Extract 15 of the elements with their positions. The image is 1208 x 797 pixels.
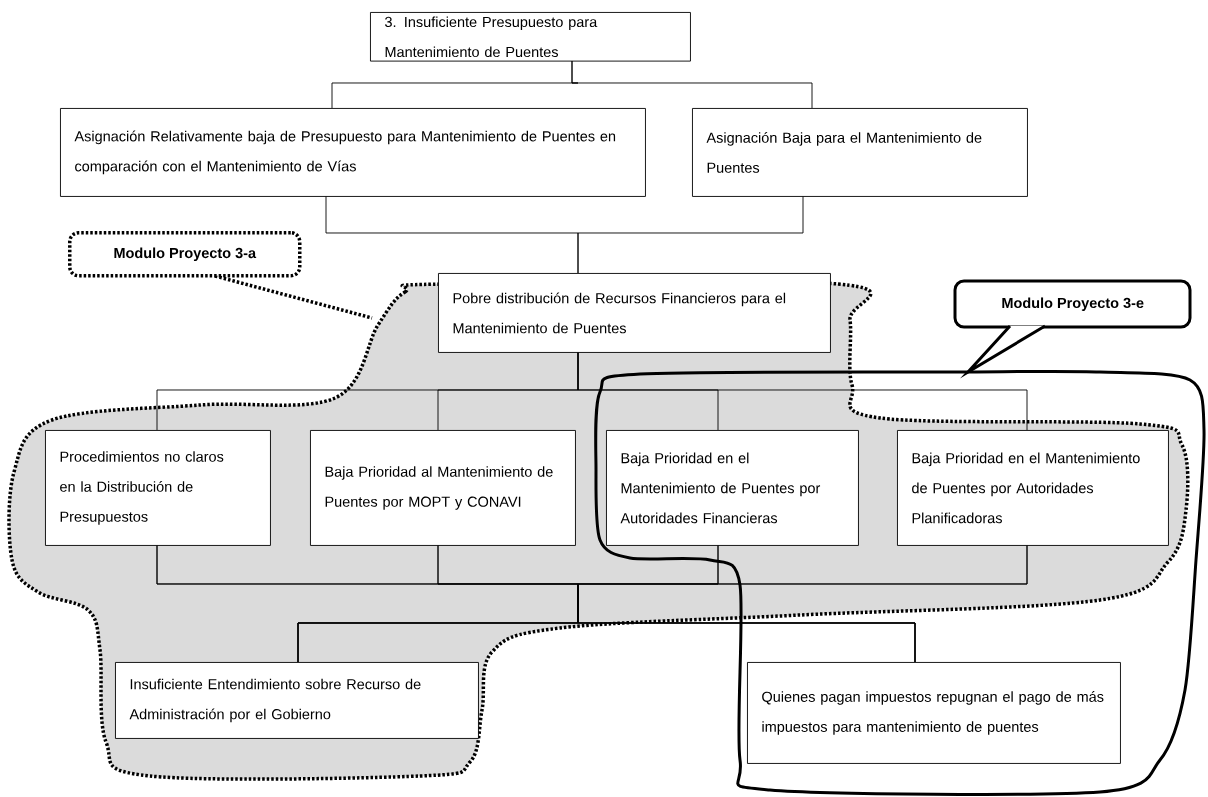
cause-box: Quienes pagan impuestos repugnan el pago de más impuestos para mantenimiento de puentes bbox=[747, 662, 1121, 764]
connector-line bbox=[577, 544, 1028, 663]
cause-box: 3. Insuficiente Presupuesto para Mantenimiento de Puentes bbox=[370, 12, 691, 62]
cause-box: Baja Prioridad en el Mantenimiento de Puentes por Autoridades Financieras bbox=[606, 430, 859, 546]
cause-box: Baja Prioridad en el Mantenimiento de Puentes por Autoridades Planificadoras bbox=[897, 430, 1169, 546]
cause-box: Insuficiente Entendimiento sobre Recurso de Administración por el Gobierno bbox=[115, 662, 479, 739]
cause-box: Procedimientos no claros en la Distribución de Presupuestos bbox=[45, 430, 271, 546]
connector-line bbox=[577, 195, 804, 274]
cause-box: Asignación Relativamente baja de Presupuesto para Mantenimiento de Puentes en comparación con el Mantenimiento de Vías bbox=[60, 108, 646, 197]
callout-bubble: Modulo Proyecto 3-a bbox=[68, 231, 373, 320]
cause-box: Baja Prioridad al Mantenimiento de Puentes por MOPT y CONAVI bbox=[310, 430, 576, 546]
cause-box: Asignación Baja para el Mantenimiento de Puentes bbox=[692, 108, 1028, 197]
connector-line bbox=[577, 351, 1028, 431]
callout-bubble: Modulo Proyecto 3-e bbox=[953, 279, 1192, 379]
cause-box: Pobre distribución de Recursos Financieros para el Mantenimiento de Puentes bbox=[438, 273, 831, 353]
